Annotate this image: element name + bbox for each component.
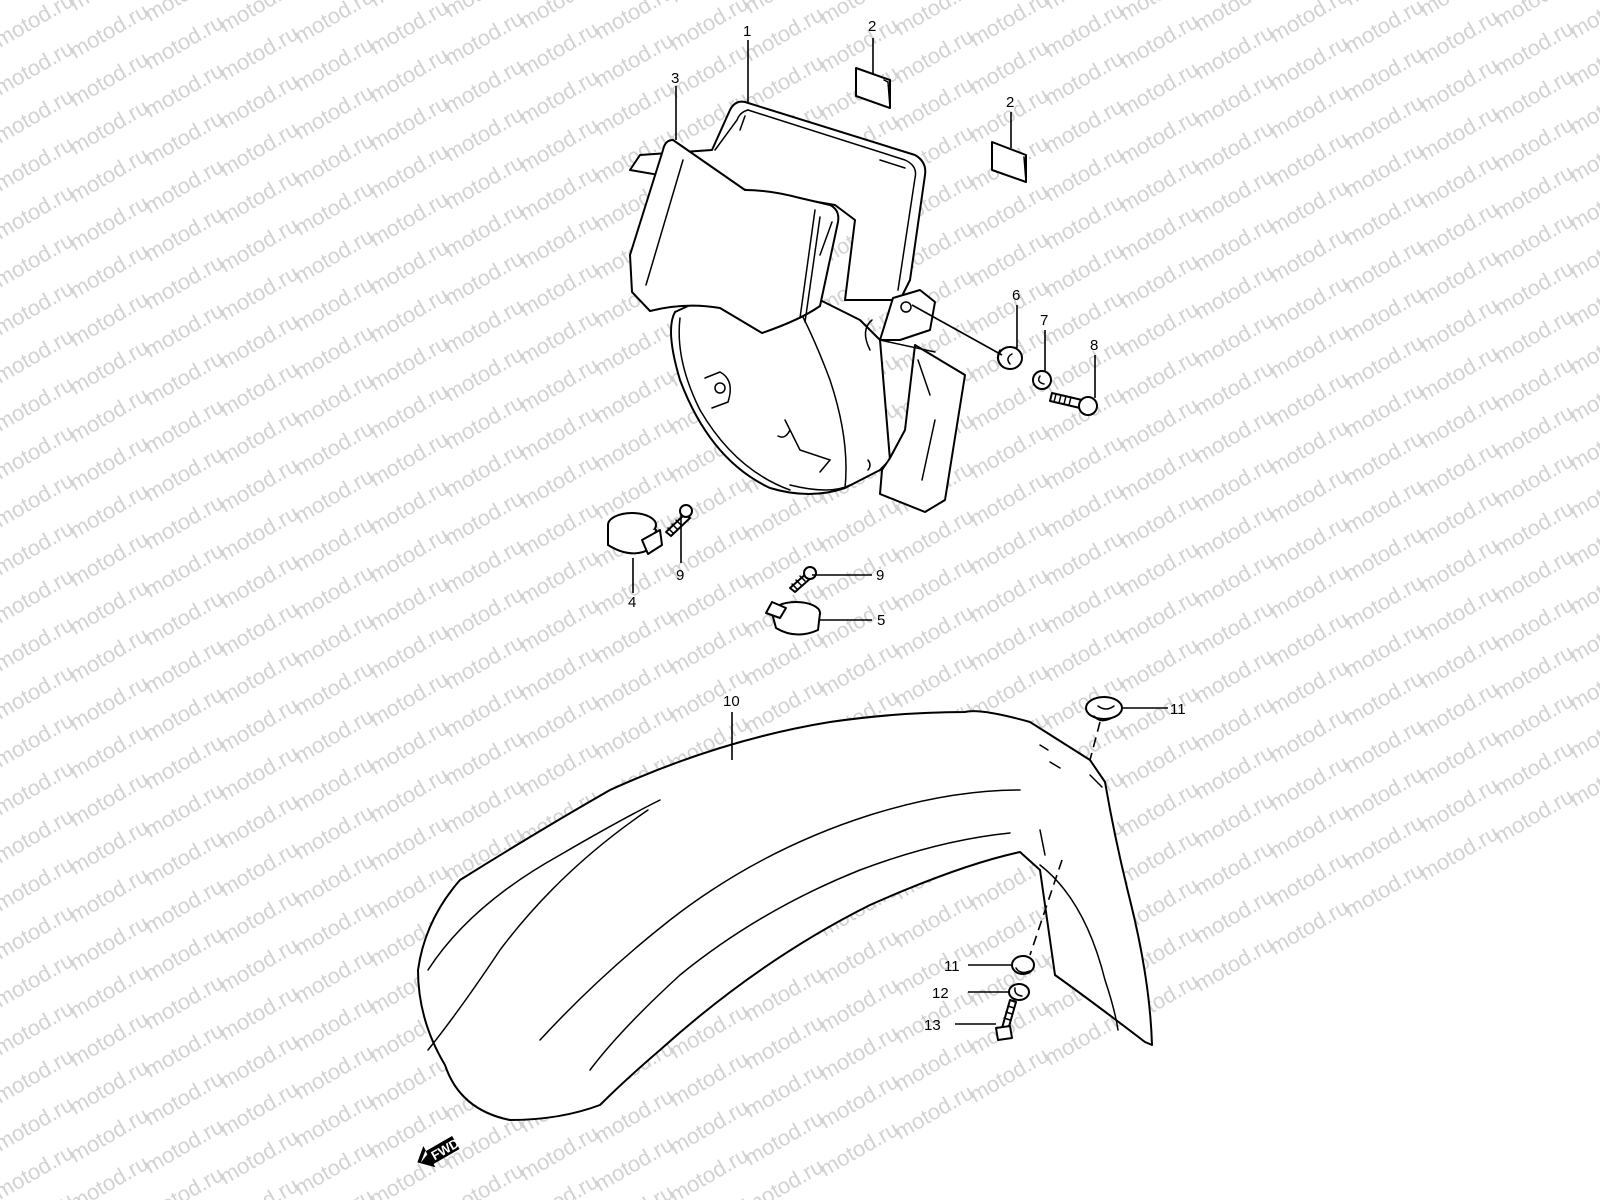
callout-9a: 9: [676, 567, 684, 584]
callout-10: 10: [723, 693, 740, 710]
callout-12: 12: [932, 985, 949, 1002]
callout-5: 5: [877, 612, 885, 629]
cushion-grommet[interactable]: [997, 346, 1023, 370]
callout-9b: 9: [876, 567, 884, 584]
fender-grommet-side[interactable]: [1011, 955, 1035, 975]
reflector-right[interactable]: [991, 141, 1027, 183]
callout-2a: 2: [868, 18, 876, 35]
callout-2b: 2: [1006, 94, 1014, 111]
clamp-screw-right[interactable]: [789, 566, 817, 593]
reflector-left[interactable]: [855, 67, 891, 109]
callout-3: 3: [671, 70, 679, 87]
clamp-left[interactable]: [607, 512, 663, 555]
front-fender[interactable]: [417, 710, 1153, 1121]
callout-8: 8: [1090, 337, 1098, 354]
assembly-line: [1029, 859, 1063, 956]
callout-1: 1: [743, 23, 751, 40]
clamp-screw-left[interactable]: [665, 504, 693, 537]
fender-bolt[interactable]: [995, 999, 1017, 1041]
fender-washer[interactable]: [1008, 983, 1030, 1001]
callout-13: 13: [924, 1017, 941, 1034]
bolt[interactable]: [1049, 392, 1098, 416]
callout-4: 4: [628, 594, 636, 611]
callout-6: 6: [1012, 287, 1020, 304]
fwd-direction-arrow: FWD: [417, 1135, 462, 1168]
fender-grommet-top[interactable]: [1085, 696, 1123, 722]
fwd-label: FWD: [428, 1135, 461, 1163]
washer[interactable]: [1032, 370, 1052, 390]
headlight-housing[interactable]: [629, 100, 966, 513]
callout-11b: 11: [944, 958, 960, 975]
callout-11a: 11: [1170, 701, 1186, 718]
assembly-line: [1089, 721, 1101, 761]
callout-7: 7: [1040, 312, 1048, 329]
clamp-right[interactable]: [765, 601, 821, 636]
